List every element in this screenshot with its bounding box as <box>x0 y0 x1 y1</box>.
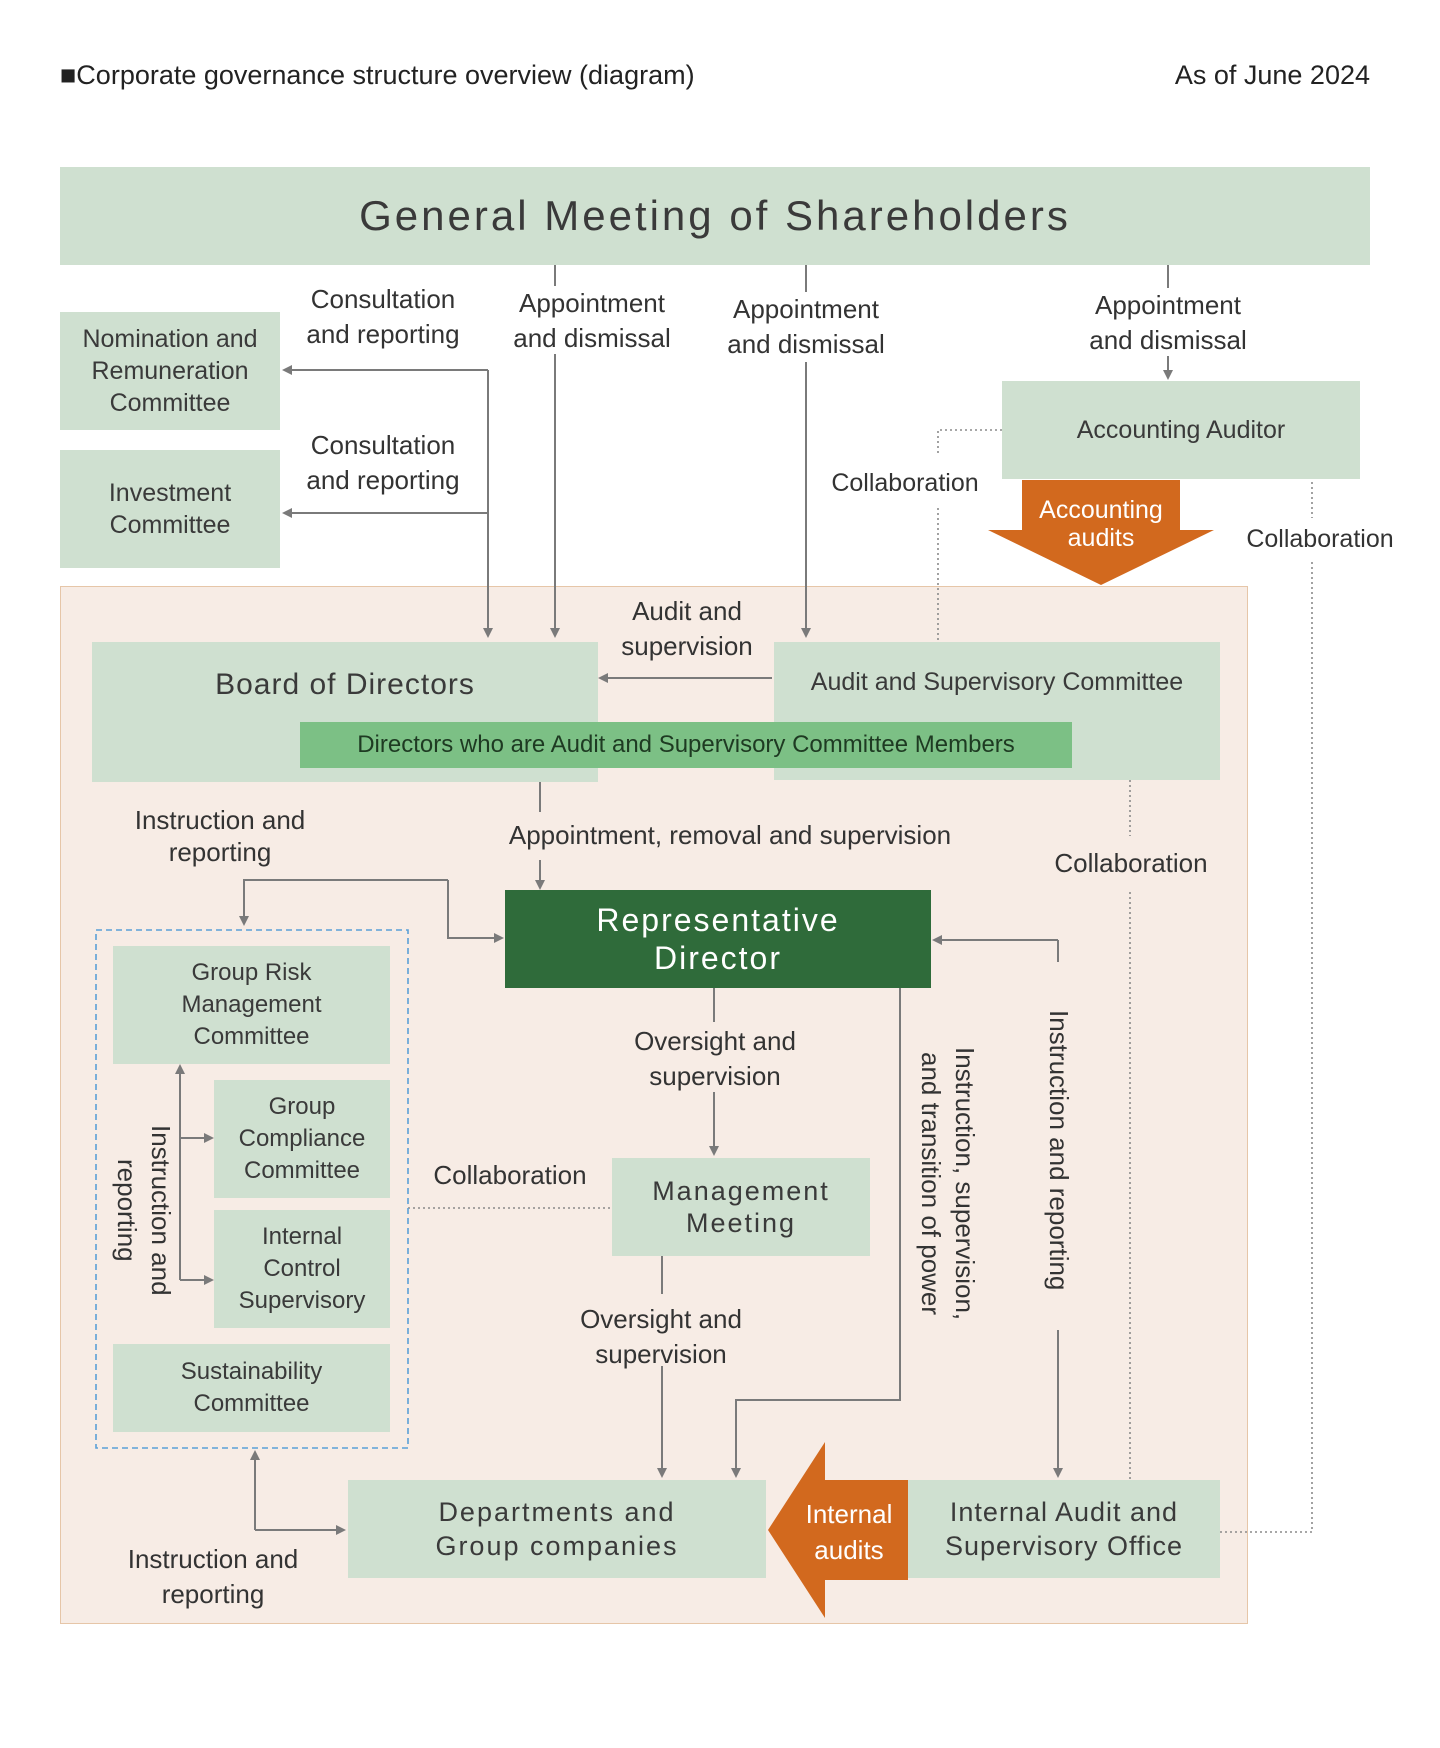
sustainability-committee-box: Sustainability Committee <box>113 1344 390 1432</box>
appointment-removal-label: Appointment, removal and supervision <box>508 820 952 850</box>
appointment-label-2: Appointment and dismissal <box>727 294 885 359</box>
committee-group-border <box>95 929 409 1449</box>
representative-director-box: Representative Director <box>505 890 931 988</box>
appointment-label-3: Appointment and dismissal <box>1089 290 1247 355</box>
instruction-reporting-label-bottom: Instruction and reporting <box>127 1544 299 1609</box>
instruction-reporting-vertical-left: Instruction and reporting <box>112 1124 176 1296</box>
audit-supervision-label: Audit and supervision <box>621 596 753 661</box>
oversight-label-1: Oversight and supervision <box>634 1026 796 1091</box>
internal-control-supervisory-box: Internal Control Supervisory <box>214 1210 390 1328</box>
internal-audit-office-box: Internal Audit and Supervisory Office <box>908 1480 1220 1578</box>
page-title: ■Corporate governance structure overview… <box>60 60 695 90</box>
internal-audits-label: Internal audits <box>805 1499 893 1565</box>
collaboration-label-4: Collaboration <box>433 1160 587 1190</box>
collaboration-label-1: Collaboration <box>831 469 979 497</box>
investment-committee-box: Investment Committee <box>60 450 280 568</box>
collaboration-label-3: Collaboration <box>1054 848 1208 878</box>
instruction-transition-vertical: Instruction, supervision, and transition… <box>916 1047 980 1321</box>
nomination-committee-box: Nomination and Remuneration Committee <box>60 312 280 430</box>
management-meeting-box: Management Meeting <box>612 1158 870 1256</box>
instruction-reporting-vertical-right: Instruction and reporting <box>1044 1009 1074 1291</box>
group-compliance-committee-box: Group Compliance Committee <box>214 1080 390 1198</box>
date-label: As of June 2024 <box>1174 60 1370 90</box>
shareholders-box: General Meeting of Shareholders <box>60 167 1370 265</box>
accounting-audits-label: Accounting audits <box>1039 496 1163 552</box>
departments-box: Departments and Group companies <box>348 1480 766 1578</box>
audit-committee-members-bar: Directors who are Audit and Supervisory … <box>300 722 1072 768</box>
consultation-label-2: Consultation and reporting <box>306 430 460 495</box>
internal-audits-arrow <box>768 1442 908 1618</box>
collaboration-label-2: Collaboration <box>1246 525 1394 553</box>
group-risk-committee-box: Group Risk Management Committee <box>113 946 390 1064</box>
appointment-label-1: Appointment and dismissal <box>513 288 671 353</box>
accounting-audits-arrow <box>988 480 1214 585</box>
consultation-label-1: Consultation and reporting <box>306 284 460 349</box>
oversight-label-2: Oversight and supervision <box>580 1304 742 1369</box>
instruction-reporting-label-1: Instruction and reporting <box>134 805 306 867</box>
accounting-auditor-box: Accounting Auditor <box>1002 381 1360 479</box>
